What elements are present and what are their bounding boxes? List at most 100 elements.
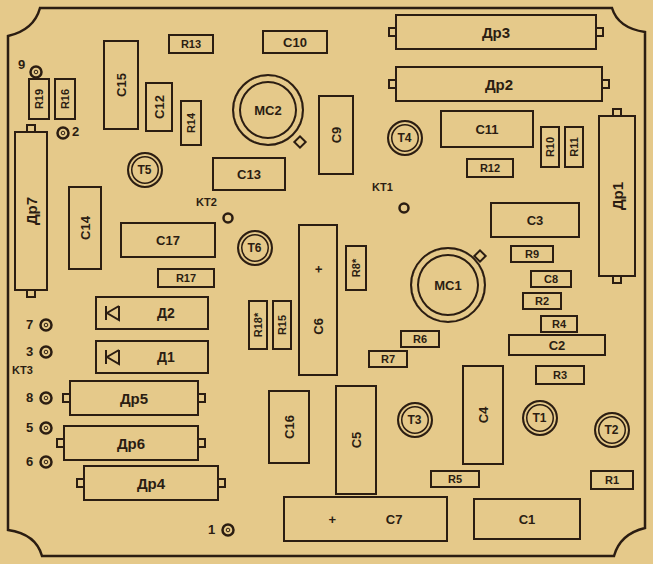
label-holder: C13 [214, 159, 284, 189]
component-designator: C13 [237, 168, 261, 181]
component-designator: R14 [186, 113, 197, 133]
component-designator: Д2 [157, 306, 175, 320]
component-designator: R6 [413, 334, 427, 345]
label-holder: Др5 [62, 380, 206, 416]
inductor-box: Др3 [388, 14, 604, 50]
resistor-box: R15 [272, 300, 292, 350]
label-holder: T6 [239, 232, 270, 263]
transistor-circle: T5 [127, 152, 163, 188]
label-holder: C15 [105, 42, 137, 128]
label-holder: T5 [129, 154, 160, 185]
capacitor-box: C11 [440, 110, 534, 148]
inductor-box: Др7 [14, 124, 48, 298]
chip-circle: MC1 [410, 247, 486, 323]
resistor-box: R13 [168, 34, 214, 54]
label-holder: Д2 [97, 298, 207, 328]
label-holder: C2 [510, 336, 604, 354]
component-designator: R12 [480, 163, 500, 174]
pin-number: 6 [26, 455, 33, 468]
label-holder: MC2 [234, 76, 302, 144]
resistor-box: R5 [430, 470, 480, 488]
label-holder: R13 [170, 36, 212, 52]
label-holder: Др2 [388, 66, 610, 102]
test-point-label: KT1 [372, 182, 393, 193]
resistor-box: R10 [540, 126, 560, 168]
component-designator: Др5 [120, 391, 148, 406]
transistor-circle: T4 [387, 120, 423, 156]
capacitor-box: C1 [473, 498, 581, 540]
component-designator: R5 [448, 474, 462, 485]
resistor-box: R8* [345, 245, 367, 291]
label-holder: R15 [274, 302, 290, 348]
test-point-label: KT2 [196, 197, 217, 208]
component-designator: R1 [605, 475, 619, 486]
diode-symbol [97, 342, 207, 372]
component-designator: C6 [312, 318, 325, 335]
component-designator: R13 [181, 39, 201, 50]
component-designator: R10 [545, 137, 556, 157]
resistor-box: R6 [400, 330, 440, 348]
chip-circle: MC2 [232, 74, 304, 146]
label-holder: R4 [542, 317, 576, 331]
component-designator: C8 [544, 274, 558, 285]
label-holder: R12 [468, 160, 512, 176]
pin-number: 5 [26, 421, 33, 434]
label-holder: MC1 [412, 249, 484, 321]
label-holder: T4 [389, 122, 420, 153]
label-holder: R7 [370, 352, 406, 366]
component-designator: C7 [386, 513, 403, 526]
component-designator: C12 [153, 95, 166, 119]
component-designator: C2 [549, 339, 566, 352]
component-designator: C11 [475, 123, 498, 136]
label-holder: R5 [432, 472, 478, 486]
component-designator: R11 [569, 137, 580, 157]
component-designator: R8* [351, 259, 362, 277]
component-designator: Др2 [485, 77, 513, 92]
label-holder: R14 [182, 102, 200, 144]
label-holder: R9 [512, 247, 552, 261]
label-holder: +C6 [300, 226, 336, 374]
resistor-box: C8 [530, 270, 572, 288]
label-holder: R16 [56, 80, 74, 118]
test-point-label: KT3 [12, 365, 33, 376]
component-designator: R15 [277, 315, 288, 335]
label-holder: C1 [475, 500, 579, 538]
component-designator: T2 [604, 424, 618, 436]
label-holder: R2 [524, 294, 560, 308]
capacitor-box: C4 [462, 365, 504, 465]
capacitor-box: C14 [68, 186, 102, 270]
label-holder: R11 [566, 128, 582, 166]
pin-number: 8 [26, 391, 33, 404]
component-designator: Др7 [24, 197, 39, 225]
resistor-box: R4 [540, 315, 578, 333]
component-designator: R7 [381, 354, 395, 365]
component-designator: C4 [477, 407, 490, 424]
component-designator: R4 [552, 319, 566, 330]
pin-number: 9 [18, 58, 25, 71]
component-designator: R3 [553, 370, 567, 381]
resistor-box: R9 [510, 245, 554, 263]
label-holder: C4 [464, 367, 502, 463]
transistor-circle: T1 [522, 400, 558, 436]
component-designator: R9 [525, 249, 539, 260]
resistor-box: R12 [466, 158, 514, 178]
pin-number: 3 [26, 345, 33, 358]
capacitor-box: +C6 [298, 224, 338, 376]
component-designator: R19 [34, 89, 45, 109]
component-designator: C9 [330, 127, 343, 144]
pin-number: 7 [26, 318, 33, 331]
label-holder: +C7 [285, 498, 446, 540]
capacitor-box: C3 [490, 202, 580, 238]
capacitor-box: C17 [120, 222, 216, 258]
component-designator: C10 [283, 36, 307, 49]
component-designator: R16 [60, 89, 71, 109]
label-holder: T3 [399, 404, 430, 435]
diode-box: Д1 [95, 340, 209, 374]
component-designator: R18* [253, 313, 264, 337]
transistor-circle: T3 [397, 402, 433, 438]
resistor-box: R7 [368, 350, 408, 368]
label-holder: R1 [592, 472, 632, 488]
capacitor-box: C9 [318, 95, 354, 175]
component-designator: C3 [527, 214, 544, 227]
label-holder: C9 [320, 97, 352, 173]
